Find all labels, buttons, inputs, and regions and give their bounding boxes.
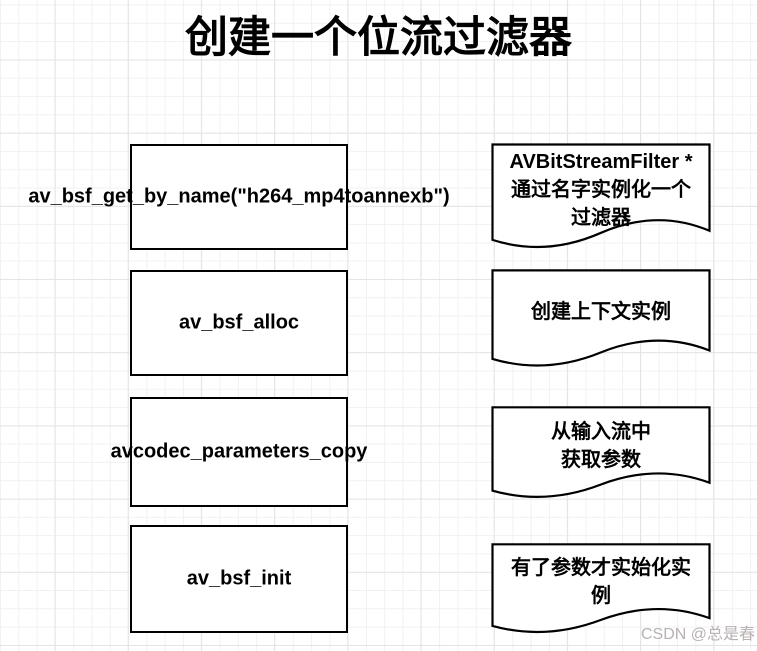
- document-shape: [491, 543, 711, 638]
- watermark: CSDN @总是春: [640, 626, 755, 643]
- process-box-label: avcodec_parameters_copy: [110, 440, 368, 463]
- diagram-title: 创建一个位流过滤器: [185, 14, 572, 62]
- process-box-label: av_bsf_alloc: [178, 311, 300, 334]
- document-note-label: 创建上下文实例: [531, 300, 671, 323]
- document-note-instantiate-filter: AVBitStreamFilter * 通过名字实例化一个 过滤器: [491, 143, 711, 254]
- document-note-label: 从输入流中 获取参数: [551, 420, 651, 471]
- document-note-label: 有了参数才实始化实 例: [511, 556, 691, 607]
- document-note-create-context: 创建上下文实例: [491, 269, 711, 372]
- process-box-av-bsf-alloc: av_bsf_alloc: [130, 270, 348, 376]
- document-shape: [491, 143, 711, 254]
- process-box-av-bsf-get-by-name: av_bsf_get_by_name("h264_mp4toannexb"): [28, 144, 450, 250]
- document-note-label: AVBitStreamFilter * 通过名字实例化一个 过滤器: [509, 150, 693, 229]
- document-shape: [491, 406, 711, 503]
- document-note-get-params: 从输入流中 获取参数: [491, 406, 711, 503]
- process-box-label: av_bsf_get_by_name("h264_mp4toannexb"): [28, 185, 450, 208]
- process-box-avcodec-parameters-copy: avcodec_parameters_copy: [111, 397, 367, 507]
- process-box-label: av_bsf_init: [186, 567, 292, 590]
- document-shape: [491, 269, 711, 372]
- process-box-av-bsf-init: av_bsf_init: [130, 525, 348, 633]
- document-note-init-instance: 有了参数才实始化实 例: [491, 543, 711, 638]
